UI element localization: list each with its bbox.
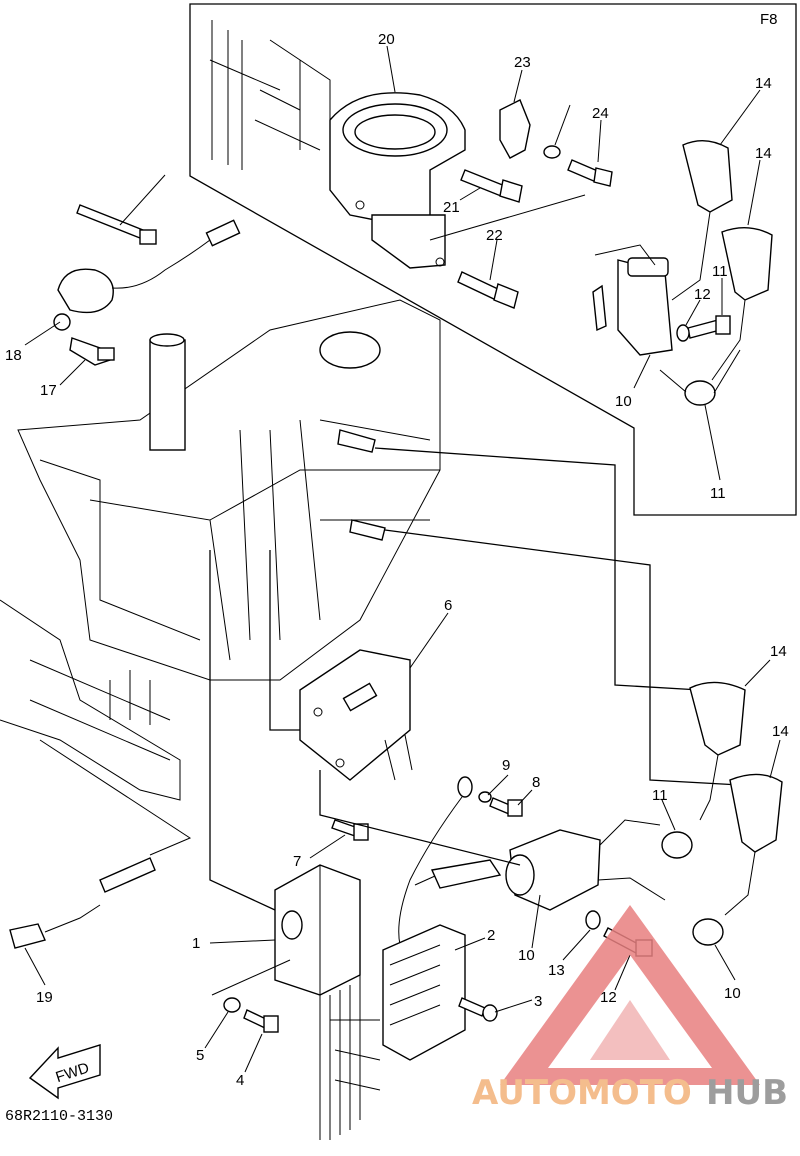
drawing-number: 68R2110-3130: [5, 1108, 113, 1125]
washer-13-inset: [676, 324, 690, 342]
ignition-coil: [414, 819, 666, 911]
callout-13b: 13: [548, 962, 565, 979]
ground-lead: [398, 776, 473, 946]
bolt-12-inset: [687, 315, 731, 339]
callout-1: 1: [192, 935, 200, 952]
callout-13a: 12: [694, 286, 711, 303]
callout-11a: 11: [710, 485, 726, 502]
grommet-inset: [659, 349, 741, 406]
watermark-text-gray: HUB: [706, 1073, 788, 1113]
section-tag: F8: [760, 11, 778, 28]
bolt-8: [489, 797, 523, 817]
callout-5: 5: [196, 1047, 204, 1064]
ignition-coil-inset: [592, 244, 673, 356]
callout-12b: 12: [600, 989, 617, 1006]
callout-20: 22: [486, 227, 503, 244]
callout-3: 3: [534, 993, 542, 1010]
watermark-logo: AUTOMOTO HUB: [472, 905, 788, 1113]
cable-tie: [76, 204, 157, 245]
callout-10a: 10: [615, 393, 632, 410]
speed-sensor: [9, 739, 192, 949]
rectifier-regulator: [382, 924, 466, 1061]
bolt-22: [567, 159, 613, 187]
screw-3: [458, 997, 498, 1022]
cdi-bracket: [329, 92, 466, 269]
callout-9: 9: [502, 757, 510, 774]
callout-4: 4: [236, 1072, 244, 1089]
washer-5: [223, 997, 241, 1013]
callout-12a: 11: [712, 263, 728, 280]
watermark-triangle: [500, 905, 760, 1085]
bolt-20: [457, 271, 519, 309]
callout-14c: 14: [770, 643, 787, 660]
spark-plug-cap-inset-2: [711, 227, 773, 381]
callout-11c: 10: [724, 985, 741, 1002]
bolt-7: [331, 819, 369, 841]
callout-11b: 11: [652, 787, 668, 804]
thermo-switch: [69, 337, 115, 366]
callout-7: 7: [293, 853, 301, 870]
grommet-2: [692, 918, 724, 946]
callout-15: 17: [40, 382, 57, 399]
callout-2: 2: [487, 927, 495, 944]
bracket-clip: [499, 99, 531, 159]
inset-frame: [189, 3, 797, 516]
callout-22: 24: [592, 105, 609, 122]
callout-14a: 14: [755, 75, 772, 92]
watermark-text-orange: AUTOMOTO: [472, 1073, 692, 1113]
washer-13: [585, 910, 601, 930]
spark-plug-cap-inset-1: [671, 140, 733, 301]
hv-lead-lower: [384, 529, 741, 786]
grommet-1: [661, 831, 693, 859]
temperature-sensor-lead: [53, 219, 241, 331]
callout-21: 23: [514, 54, 531, 71]
engine-block: [0, 299, 441, 801]
callout-6: 6: [444, 597, 452, 614]
bolt-4: [243, 1009, 279, 1033]
callout-8: 8: [532, 774, 540, 791]
forward-arrow-icon: FWD: [28, 1044, 101, 1100]
spark-plug-cap-1: [689, 681, 746, 821]
coil-mounting-plate: [299, 649, 413, 781]
bolt-19: [460, 169, 523, 203]
callout-10b: 10: [518, 947, 535, 964]
spark-plug-cap-2: [724, 773, 783, 916]
inset-engine-sketch: [209, 20, 331, 170]
callout-numbers: 20 23 24 14 14 11 12 10 11 21 22 18 17 6…: [5, 31, 789, 1089]
washer-23: [543, 145, 561, 159]
callout-14d: 14: [772, 723, 789, 740]
callout-14b: 14: [755, 145, 772, 162]
callout-17: 19: [36, 989, 53, 1006]
callout-16: 18: [5, 347, 22, 364]
cdi-unit: [274, 864, 381, 1140]
callout-18: 20: [378, 31, 395, 48]
callout-19: 21: [443, 199, 460, 216]
leader-lines: [24, 45, 781, 1073]
hv-lead-upper: [374, 447, 701, 691]
